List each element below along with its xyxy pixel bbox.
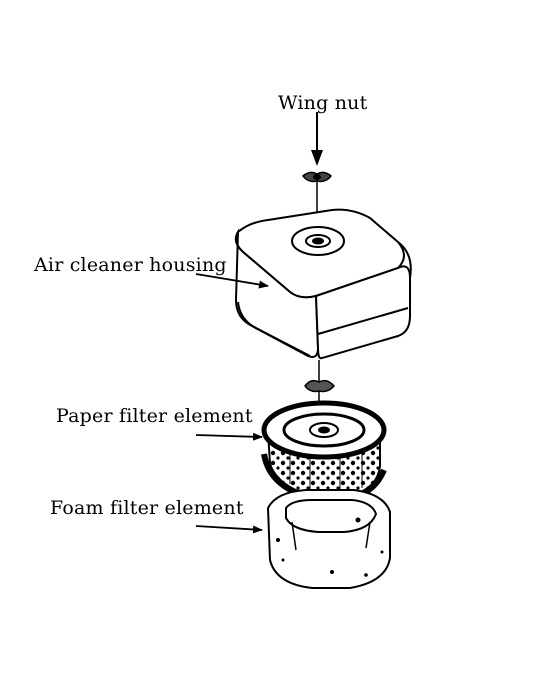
air-cleaner-housing <box>234 208 412 360</box>
foam-filter-element <box>266 489 391 589</box>
paper-filter-element-label: Paper filter element <box>56 405 253 427</box>
lower-wing-nut <box>304 360 335 422</box>
air-cleaner-housing-label: Air cleaner housing <box>34 254 227 276</box>
paper-filter-element <box>261 400 387 504</box>
wing-nut-label: Wing nut <box>278 92 368 114</box>
foam-filter-element-label: Foam filter element <box>50 497 244 519</box>
foam-filter-leader <box>195 525 263 534</box>
housing-leader <box>195 273 269 289</box>
paper-filter-leader <box>195 432 263 441</box>
wing-nut-leader <box>311 112 323 166</box>
